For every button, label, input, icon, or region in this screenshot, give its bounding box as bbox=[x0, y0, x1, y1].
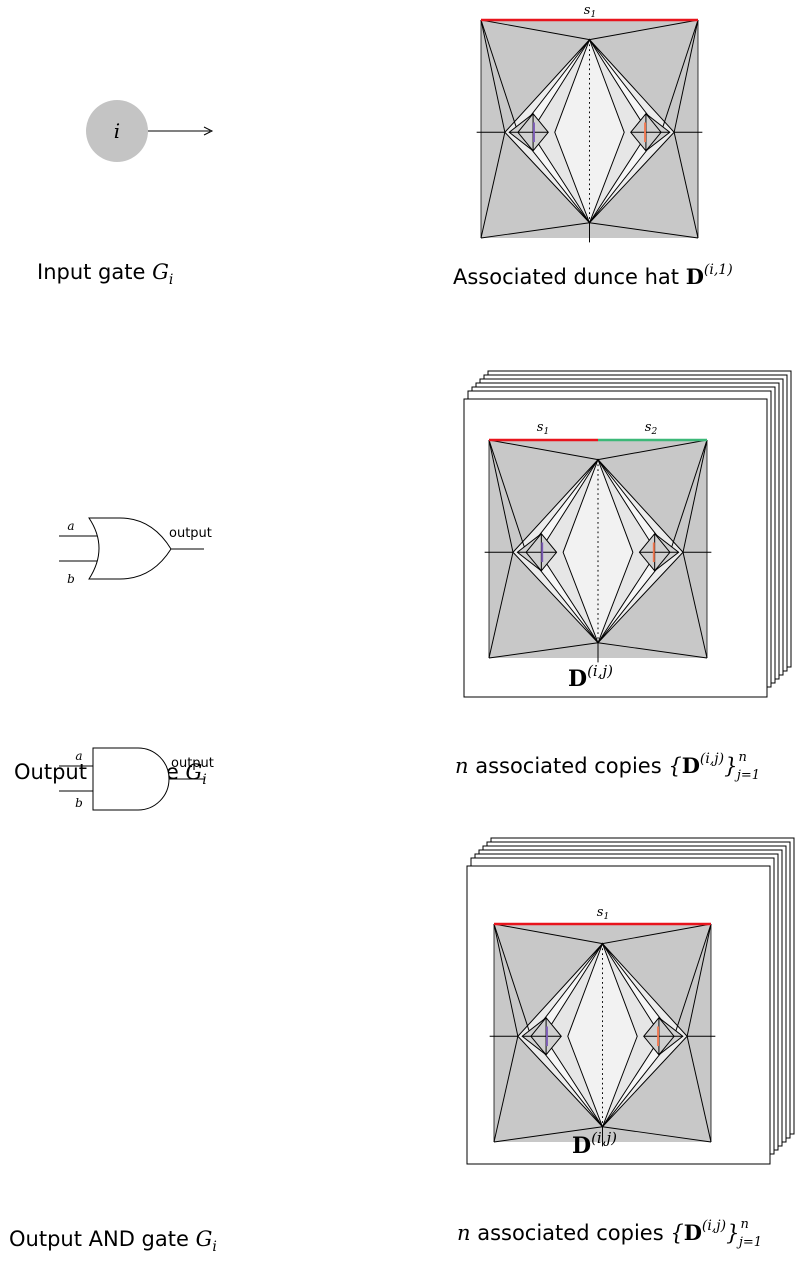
dunce-hat-caption: Associated dunce hat D(i,1) bbox=[453, 262, 733, 289]
or-gate-input-b: b bbox=[67, 572, 75, 586]
or-gate-input-a: a bbox=[67, 519, 74, 533]
and-copy-hat bbox=[488, 923, 717, 1148]
or-copy-s1-label: s1 bbox=[537, 420, 549, 437]
and-gate-output-label: output bbox=[171, 756, 214, 771]
and-gate-symbol bbox=[92, 747, 170, 811]
dunce-hat-diagram bbox=[475, 19, 704, 244]
or-copy-s2-label: s2 bbox=[645, 420, 658, 437]
or-copy-inner-label: D(i,j) bbox=[568, 662, 613, 692]
input-gate: i bbox=[86, 100, 214, 162]
and-gate: a b output bbox=[59, 747, 214, 811]
input-gate-node-label: i bbox=[114, 119, 120, 143]
or-gate-symbol bbox=[88, 517, 172, 580]
and-gate-input-a: a bbox=[75, 749, 82, 763]
and-copy-s1-label: s1 bbox=[597, 905, 609, 922]
and-gate-input-b: b bbox=[75, 796, 83, 810]
or-copy-hat bbox=[483, 439, 713, 664]
or-gate: a b output bbox=[59, 517, 212, 586]
input-gate-caption: Input gate Gi bbox=[37, 260, 173, 288]
and-gate-caption: Output AND gate Gi bbox=[9, 1227, 217, 1255]
input-gate-node bbox=[86, 100, 148, 162]
or-gate-output-label: output bbox=[169, 526, 212, 541]
dunce-hat-s1-label: s1 bbox=[584, 3, 596, 20]
and-copy-inner-label: D(i,j) bbox=[572, 1129, 617, 1159]
arrowhead-icon bbox=[203, 126, 214, 136]
